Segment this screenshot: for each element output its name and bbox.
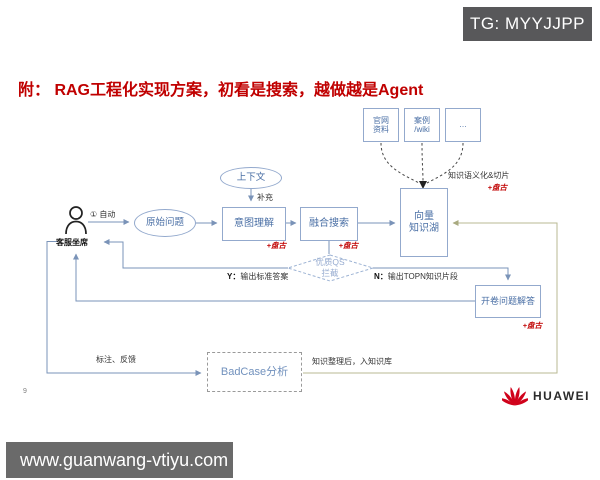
- fusion-search-box: 融合搜索: [300, 207, 358, 241]
- huawei-flower-icon: [502, 386, 528, 406]
- decision-line1: 优质QS: [315, 257, 345, 267]
- vector-knowledge-lake-box: 向量 知识湖: [400, 188, 448, 257]
- agent-person-icon: [64, 205, 88, 235]
- source-more-label: …: [459, 120, 467, 130]
- url-watermark-bar: www.guanwang-vtiyu.com: [6, 442, 233, 478]
- source-more-box: …: [445, 108, 481, 142]
- source-website-line2: 资料: [373, 125, 389, 134]
- pangu-label-intent: +盘古: [266, 241, 286, 250]
- source-case-line1: 案例: [414, 115, 430, 125]
- original-question-node: 原始问题: [134, 209, 196, 237]
- quality-qs-intercept-decision: 优质QS 拦截: [300, 257, 360, 279]
- huawei-logo: HUAWEI: [502, 385, 590, 407]
- agent-label: 客服坐席: [56, 238, 88, 247]
- slide-title: 附： RAG工程化实现方案，初看是搜索，越做越是Agent: [18, 82, 424, 99]
- no-prefix: N：: [374, 272, 388, 281]
- yes-prefix: Y：: [227, 272, 241, 281]
- page-number: 9: [23, 388, 27, 395]
- context-node: 上下文: [220, 167, 282, 189]
- supplement-label: 补充: [257, 193, 273, 202]
- telegram-watermark-badge: TG: MYYJJPP: [463, 7, 592, 41]
- pangu-label-semantic: +盘古: [487, 183, 507, 192]
- badcase-analysis-box: BadCase分析: [207, 352, 302, 392]
- knowledge-reingest-label: 知识整理后，入知识库: [312, 357, 392, 366]
- semantic-chunking-label: 知识语义化&切片: [448, 171, 510, 180]
- pangu-label-openbook: +盘古: [522, 321, 542, 330]
- no-text: 输出TOPN知识片段: [387, 272, 458, 281]
- source-website-box: 官网 资料: [363, 108, 399, 142]
- decision-line2: 拦截: [321, 268, 339, 278]
- auto-step-label: ① 自动: [90, 210, 116, 219]
- vector-lake-line2: 知识湖: [409, 222, 439, 234]
- huawei-wordmark: HUAWEI: [533, 389, 590, 403]
- feedback-label: 标注、反馈: [96, 355, 136, 364]
- source-case-wiki-box: 案例 /wiki: [404, 108, 440, 142]
- source-case-line2: /wiki: [414, 125, 430, 134]
- source-website-line1: 官网: [373, 115, 389, 125]
- yes-branch-label: Y：输出标准答案: [227, 271, 288, 282]
- vector-lake-line1: 向量: [414, 211, 434, 222]
- yes-text: 输出标准答案: [240, 272, 289, 281]
- pangu-label-fusion: +盘古: [338, 241, 358, 250]
- no-branch-label: N：输出TOPN知识片段: [374, 271, 458, 282]
- open-book-answer-box: 开卷问题解答: [475, 285, 541, 318]
- intent-understanding-box: 意图理解: [222, 207, 286, 241]
